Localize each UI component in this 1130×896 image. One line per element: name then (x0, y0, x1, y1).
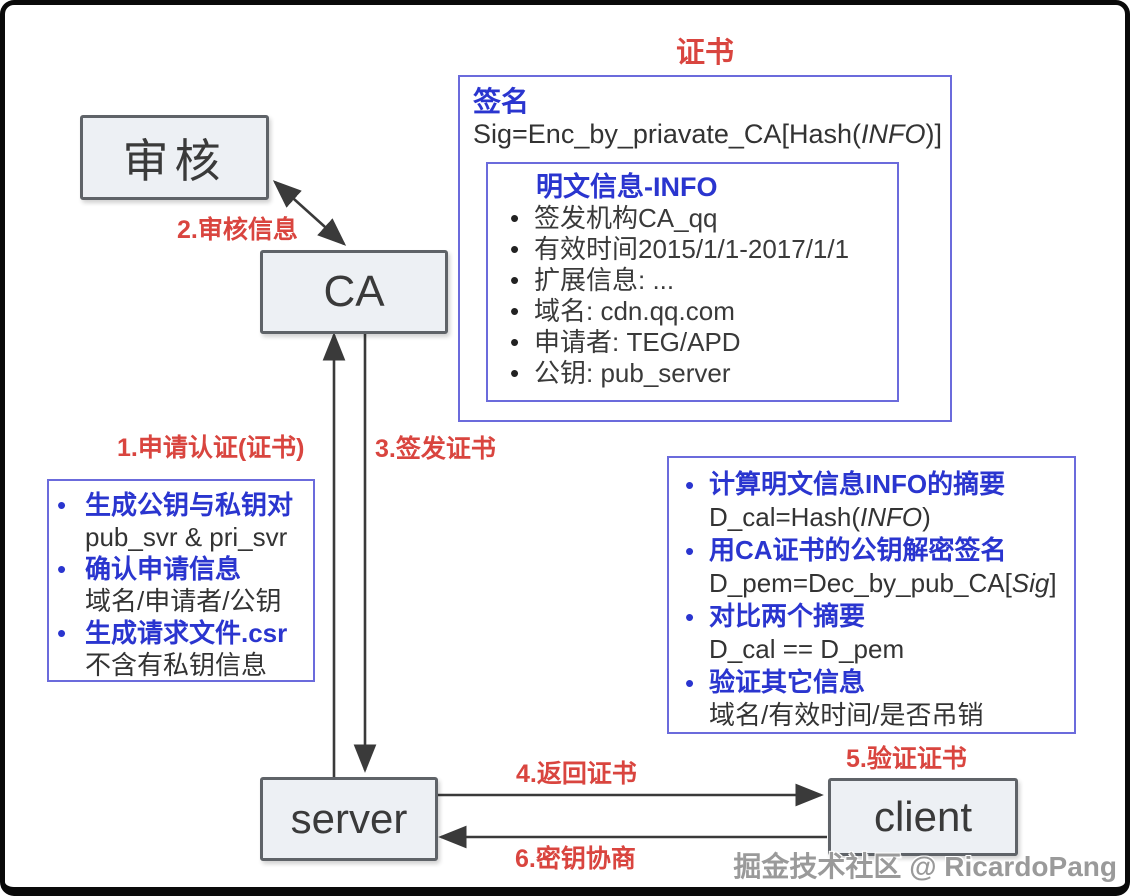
bullet-icon: • (57, 554, 67, 584)
step-label-2-review-info: 2.审核信息 (177, 216, 298, 244)
step-label-1-request-cert: 1.申请认证(证书) (117, 434, 305, 462)
signature-formula: Sig=Enc_by_priavate_CA[Hash(INFO)] (473, 118, 942, 151)
node-server-label: server (290, 795, 408, 842)
bullet-icon: • (685, 602, 695, 632)
bullet-icon: • (685, 470, 695, 500)
server-note-keypair: • 生成公钥与私钥对 pub_svr & pri_svr (57, 489, 307, 553)
detail-prefix: D_cal == D_pem (709, 634, 905, 664)
server-note-keypair-detail: pub_svr & pri_svr (85, 522, 288, 552)
node-server: server (260, 777, 438, 861)
client-note-decrypt-detail: D_pem=Dec_by_pub_CA[Sig] (709, 567, 1068, 600)
detail-prefix: 域名/有效时间/是否吊销 (709, 700, 984, 730)
info-item-applicant: 申请者: TEG/APD (510, 327, 887, 358)
detail-variable: INFO (860, 502, 923, 532)
server-note-csr-title: 生成请求文件.csr (85, 618, 288, 648)
signature-formula-suffix: )] (925, 119, 942, 149)
bullet-icon: • (685, 536, 695, 566)
step-label-3-issue-cert: 3.签发证书 (375, 435, 496, 463)
node-ca: CA (260, 250, 448, 334)
signature-formula-prefix: Sig=Enc_by_priavate_CA[Hash( (473, 119, 861, 149)
detail-suffix: ] (1049, 568, 1057, 598)
client-note-digest: • 计算明文信息INFO的摘要 D_cal=Hash(INFO) (685, 468, 1068, 534)
plaintext-info-heading: 明文信息-INFO (536, 172, 718, 202)
info-item-validity: 有效时间2015/1/1-2017/1/1 (510, 234, 887, 265)
client-note-compare-detail: D_cal == D_pem (709, 633, 1068, 666)
bullet-icon: • (57, 490, 67, 520)
info-item-extensions: 扩展信息: ... (510, 265, 887, 296)
plaintext-info-panel: 明文信息-INFO 签发机构CA_qq 有效时间2015/1/1-2017/1/… (486, 162, 899, 402)
info-item-domain: 域名: cdn.qq.com (510, 296, 887, 327)
node-review: 审核 (80, 115, 269, 200)
server-note-csr: • 生成请求文件.csr 不含有私钥信息 (57, 617, 307, 681)
server-note-confirm-detail: 域名/申请者/公钥 (85, 586, 282, 616)
client-note-digest-detail: D_cal=Hash(INFO) (709, 501, 1068, 534)
info-item-issuer: 签发机构CA_qq (510, 203, 887, 234)
server-note-confirm-info: • 确认申请信息 域名/申请者/公钥 (57, 553, 307, 617)
node-review-label: 审核 (122, 134, 227, 187)
detail-variable: Sig (1011, 568, 1050, 598)
client-note-other-detail: 域名/有效时间/是否吊销 (709, 699, 1068, 732)
signature-heading: 签名 (473, 86, 530, 117)
plaintext-info-list: 签发机构CA_qq 有效时间2015/1/1-2017/1/1 扩展信息: ..… (510, 203, 887, 389)
server-note-keypair-title: 生成公钥与私钥对 (85, 490, 294, 520)
info-item-public-key: 公钥: pub_server (510, 358, 887, 389)
node-ca-label: CA (323, 267, 385, 316)
client-note-decrypt-title: 用CA证书的公钥解密签名 (709, 535, 1007, 565)
client-note-compare-title: 对比两个摘要 (709, 601, 866, 631)
certificate-title: 证书 (675, 37, 734, 69)
server-note-csr-detail: 不含有私钥信息 (85, 650, 268, 680)
step-label-5-verify-cert: 5.验证证书 (846, 745, 967, 773)
signature-formula-variable: INFO (860, 119, 926, 149)
certificate-panel: 签名 Sig=Enc_by_priavate_CA[Hash(INFO)] 明文… (458, 75, 952, 422)
bullet-icon: • (57, 618, 67, 648)
server-notes-panel: • 生成公钥与私钥对 pub_svr & pri_svr • 确认申请信息 域名… (47, 479, 315, 682)
watermark-text: 掘金技术社区 @ RicardoPang (733, 851, 1117, 882)
detail-prefix: D_cal=Hash( (709, 502, 861, 532)
node-client-label: client (873, 793, 973, 840)
client-verification-panel: • 计算明文信息INFO的摘要 D_cal=Hash(INFO) • 用CA证书… (667, 456, 1076, 734)
server-note-confirm-title: 确认申请信息 (85, 554, 242, 584)
step-label-6-key-negotiation: 6.密钥协商 (515, 845, 636, 873)
client-note-other-title: 验证其它信息 (709, 667, 866, 697)
bullet-icon: • (685, 668, 695, 698)
client-note-compare: • 对比两个摘要 D_cal == D_pem (685, 600, 1068, 666)
detail-suffix: ) (922, 502, 931, 532)
client-note-other: • 验证其它信息 域名/有效时间/是否吊销 (685, 666, 1068, 732)
client-note-digest-title: 计算明文信息INFO的摘要 (709, 469, 1006, 499)
client-note-decrypt: • 用CA证书的公钥解密签名 D_pem=Dec_by_pub_CA[Sig] (685, 534, 1068, 600)
node-client: client (828, 778, 1018, 856)
step-label-4-return-cert: 4.返回证书 (516, 760, 637, 788)
detail-prefix: D_pem=Dec_by_pub_CA[ (709, 568, 1012, 598)
